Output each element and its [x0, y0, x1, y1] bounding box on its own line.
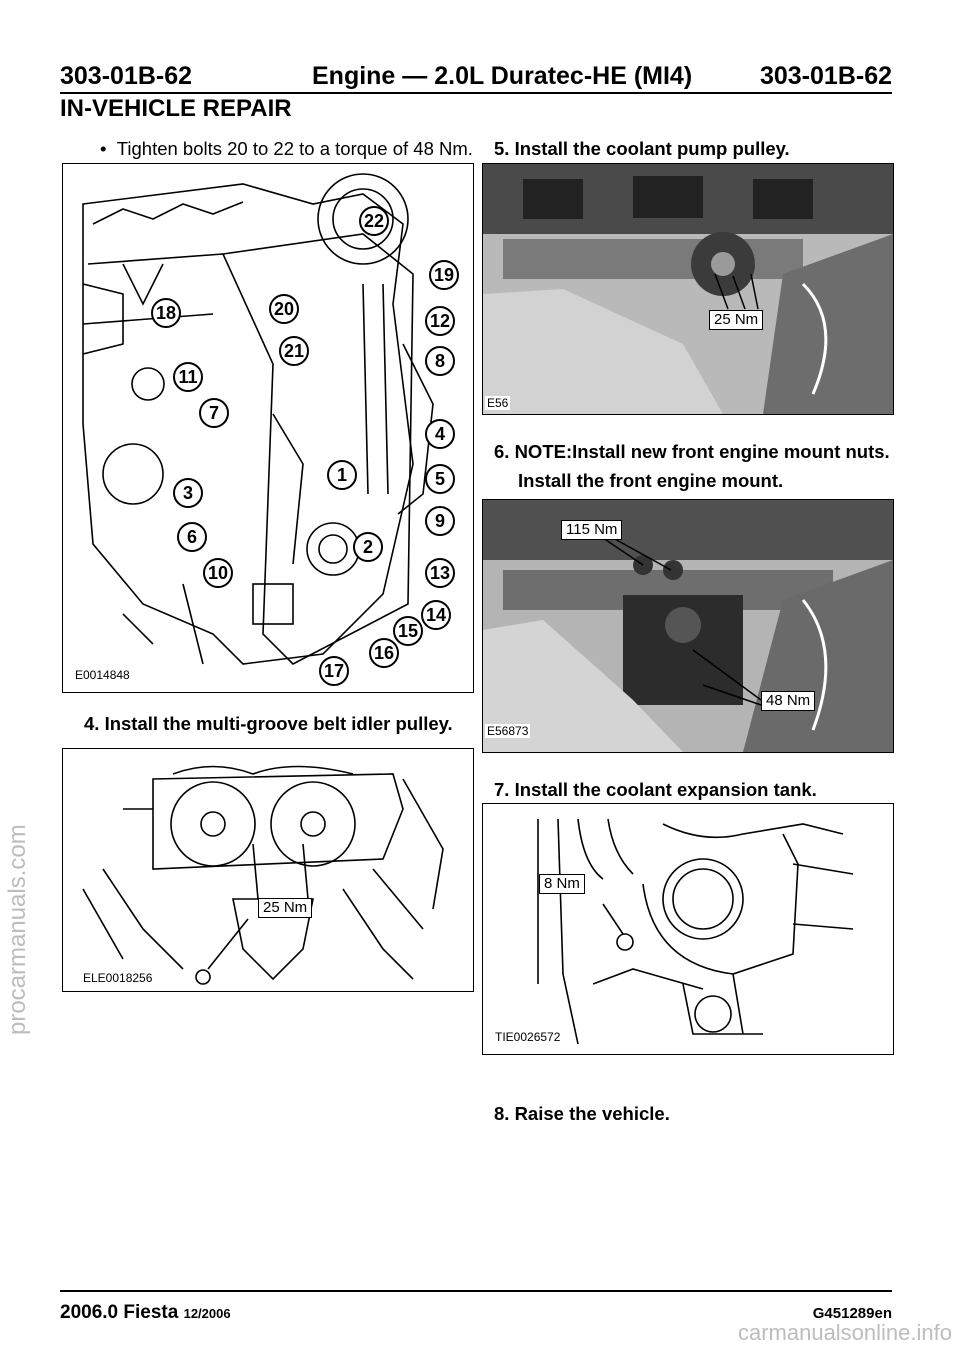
callout-3: 3 [173, 478, 203, 508]
torque-label-top: 115 Nm [561, 520, 623, 540]
header-right-code: 303-01B-62 [759, 62, 892, 90]
callout-1: 1 [327, 460, 357, 490]
corner-watermark: carmanualsonline.info [737, 1320, 952, 1345]
figure-idler-pulley: 25 Nm ELE0018256 [62, 748, 474, 992]
side-watermark: procarmanuals.com [4, 824, 31, 1035]
figure-coolant-expansion-tank: 8 Nm TIE0026572 [482, 803, 894, 1055]
callout-5: 5 [425, 464, 455, 494]
callout-15: 15 [393, 616, 423, 646]
torque-label-bottom: 48 Nm [761, 691, 816, 711]
callout-14: 14 [421, 600, 451, 630]
figure-front-engine-mount: 115 Nm 48 Nm E56873 [482, 499, 894, 753]
step-7-text: 7. Install the coolant expansion tank. [494, 779, 817, 800]
callout-21: 21 [279, 336, 309, 366]
callout-17: 17 [319, 656, 349, 686]
callout-2: 2 [353, 532, 383, 562]
callout-4: 4 [425, 419, 455, 449]
header-left-code: 303-01B-62 [60, 62, 193, 90]
callout-22: 22 [359, 206, 389, 236]
figure-code: E0014848 [73, 668, 132, 682]
step-6-note: 6. NOTE:Install new front engine mount n… [494, 441, 890, 462]
callout-8: 8 [425, 346, 455, 376]
callout-20: 20 [269, 294, 299, 324]
step-4-text: 4. Install the multi-groove belt idler p… [84, 713, 453, 734]
bullet-text: Tighten bolts 20 to 22 to a torque of 48… [116, 138, 473, 159]
step-5-text: 5. Install the coolant pump pulley. [494, 138, 790, 159]
callout-16: 16 [369, 638, 399, 668]
section-title: IN-VEHICLE REPAIR [60, 95, 292, 122]
footer-rule [60, 1290, 892, 1292]
figure-timing-cover-bolts: 22 19 18 20 12 21 8 11 7 4 1 5 3 9 6 2 1… [62, 163, 474, 693]
engine-mount-photo [483, 500, 893, 752]
footer-doc-code: G451289en [812, 1305, 892, 1322]
callout-7: 7 [199, 398, 229, 428]
callout-12: 12 [425, 306, 455, 336]
engine-timing-cover-drawing [82, 173, 434, 665]
header-title: Engine — 2.0L Duratec-HE (MI4) [312, 62, 693, 90]
torque-label: 8 Nm [539, 874, 585, 894]
footer-date: 12/2006 [183, 1306, 231, 1321]
bullet-icon: • [100, 138, 117, 159]
torque-label: 25 Nm [258, 898, 313, 918]
callout-6: 6 [177, 522, 207, 552]
figure-code: E56873 [485, 724, 531, 738]
callout-11: 11 [173, 362, 203, 392]
callout-9: 9 [425, 506, 455, 536]
torque-label: 25 Nm [709, 310, 764, 330]
footer-model: 2006.0 Fiesta 12/2006 [60, 1302, 231, 1324]
idler-pulley-drawing [82, 765, 444, 985]
footer-model-name: 2006.0 Fiesta [60, 1302, 179, 1323]
step-6-text: Install the front engine mount. [518, 470, 784, 491]
header-rule [60, 92, 892, 94]
figure-coolant-pump-pulley: 25 Nm E56 [482, 163, 894, 415]
figure-code: ELE0018256 [81, 971, 155, 985]
callout-13: 13 [425, 558, 455, 588]
expansion-tank-drawing [537, 818, 854, 1045]
figure-code: TIE0026572 [493, 1030, 563, 1044]
coolant-pump-photo [483, 164, 893, 414]
callout-10: 10 [203, 558, 233, 588]
step-8-text: 8. Raise the vehicle. [494, 1103, 670, 1124]
callout-18: 18 [151, 298, 181, 328]
figure-code: E56 [485, 396, 511, 410]
callout-19: 19 [429, 260, 459, 290]
bullet-item: • Tighten bolts 20 to 22 to a torque of … [100, 138, 473, 160]
